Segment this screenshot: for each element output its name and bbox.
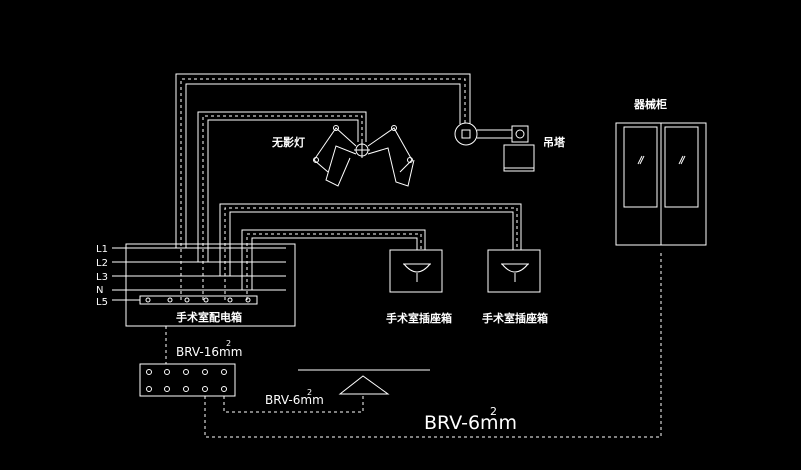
socket-box-1 [389, 249, 443, 293]
distribution-box-label: 手术室配电箱 [176, 310, 242, 324]
earth-run-cabinet [204, 250, 662, 438]
cable-label-brv16-sup: 2 [226, 339, 231, 348]
operating-table [298, 369, 430, 395]
cable-label-brv16: BRV-16mm 2 [176, 339, 242, 359]
bus-lines [112, 247, 286, 301]
bus-label-n: N [96, 285, 103, 296]
ground-bar-terminals [145, 297, 251, 303]
bus-label-l3: L3 [96, 272, 108, 283]
cable-run-pendant [175, 73, 471, 300]
shadowless-lamp-label: 无影灯 [271, 135, 305, 149]
terminal-block [139, 363, 236, 397]
cable-run-socket-2 [219, 203, 522, 300]
shadowless-lamp [313, 125, 415, 187]
cable-label-brv6-large: BRV-6mm 2 [424, 405, 517, 434]
distribution-box [125, 243, 296, 327]
instrument-cabinet [615, 122, 707, 246]
cable-label-brv6-large-sup: 2 [490, 405, 497, 418]
cable-label-brv6-small-text: BRV-6mm [265, 393, 324, 407]
socket-box-2-label: 手术室插座箱 [482, 311, 548, 325]
pendant-label: 吊塔 [543, 135, 566, 149]
cable-run-lamp [197, 111, 367, 300]
instrument-cabinet-label: 器械柜 [633, 97, 667, 111]
ground-bar [139, 295, 258, 305]
bus-label-l5: L5 [96, 297, 108, 308]
socket-box-1-label: 手术室插座箱 [386, 311, 452, 325]
bus-label-l2: L2 [96, 258, 108, 269]
socket-box-2 [487, 249, 541, 293]
earth-run-table [223, 394, 364, 413]
pendant [454, 122, 535, 172]
cable-label-brv16-text: BRV-16mm [176, 345, 242, 359]
cable-label-brv6-small: BRV-6mm 2 [265, 388, 324, 407]
cable-label-brv6-small-sup: 2 [307, 388, 312, 397]
bus-label-l1: L1 [96, 244, 108, 255]
cable-label-brv6-large-text: BRV-6mm [424, 412, 517, 434]
cable-run-socket-1 [241, 229, 426, 300]
